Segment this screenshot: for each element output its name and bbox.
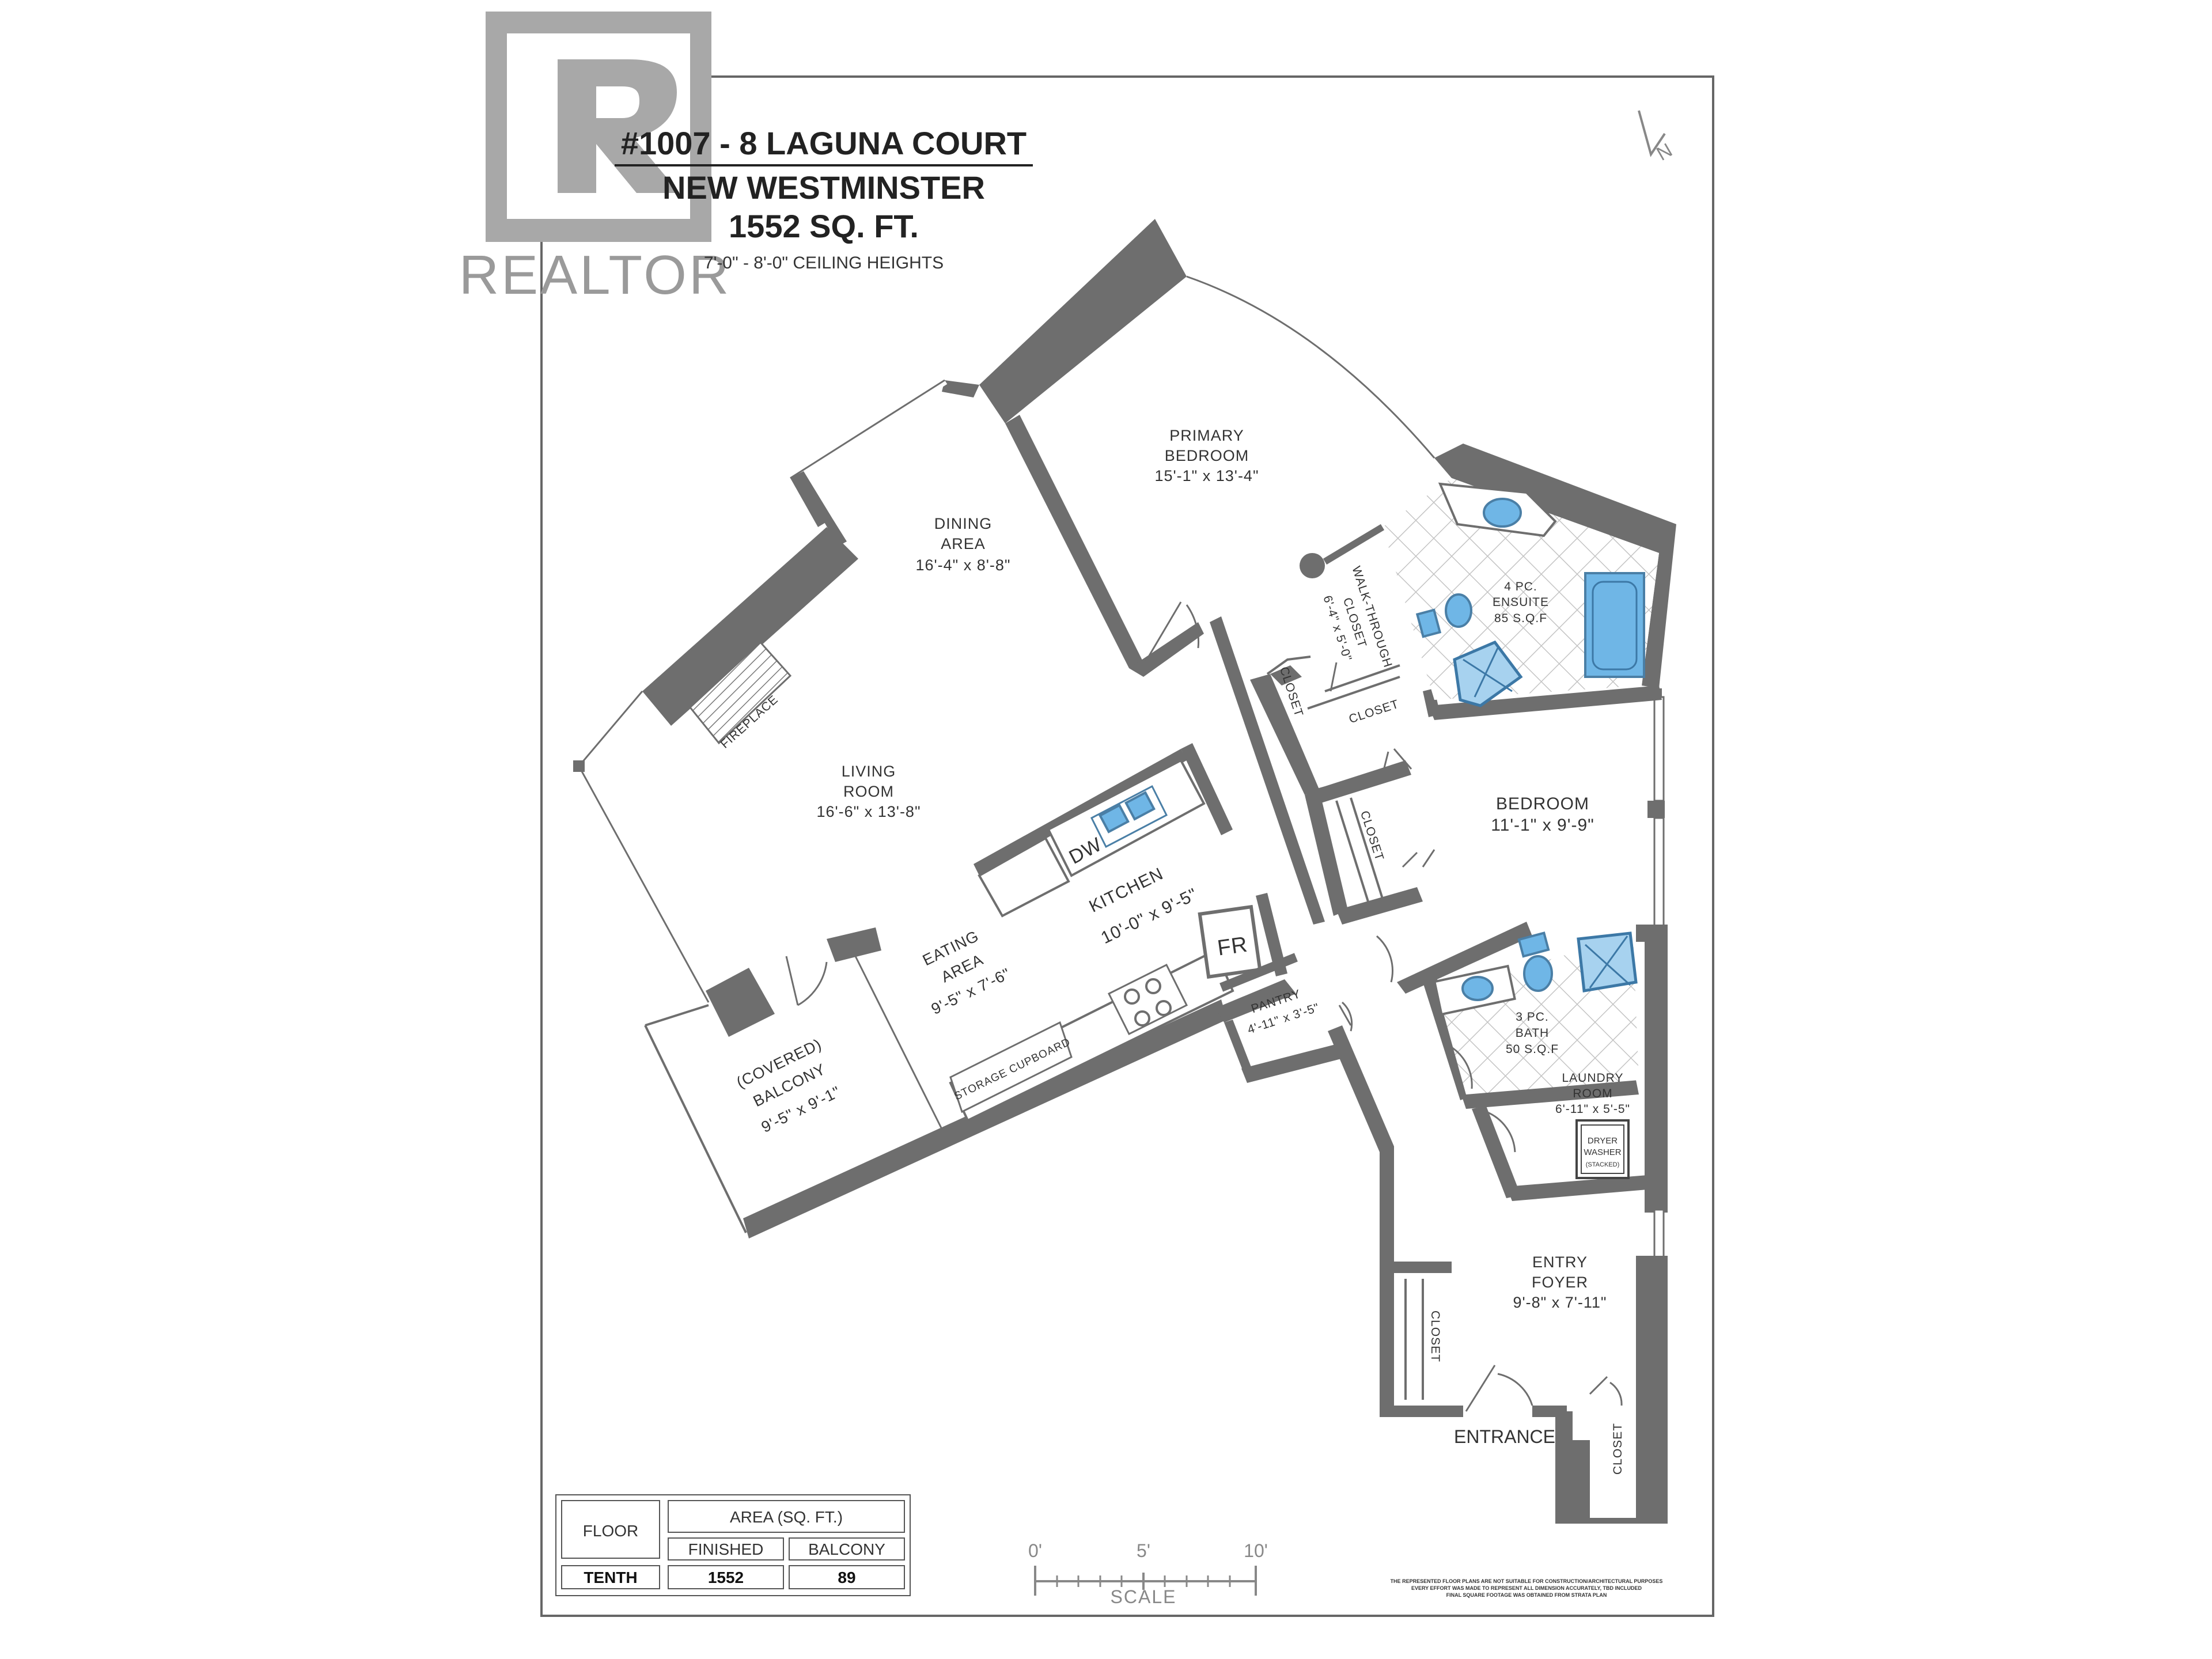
kitchen-sink-icon (1090, 785, 1168, 849)
living-size: 16'-6" x 13'-8" (816, 803, 921, 820)
dining-name1: DINING (934, 515, 993, 532)
fridge (1198, 904, 1262, 979)
dining-name2: AREA (941, 535, 986, 552)
table-finished-value: 1552 (708, 1569, 744, 1586)
watermark-text: REALTOR (459, 244, 732, 306)
primary-bedroom-size: 15'-1" x 13'-4" (1154, 467, 1259, 484)
living-name2: ROOM (843, 783, 894, 800)
laundry-name1: LAUNDRY (1562, 1071, 1624, 1085)
svg-text:0': 0' (1028, 1540, 1042, 1561)
svg-text:SCALE: SCALE (1111, 1586, 1177, 1607)
svg-text:FINAL SQUARE FOOTAGE WAS OBTAI: FINAL SQUARE FOOTAGE WAS OBTAINED FROM S… (1446, 1592, 1607, 1598)
address-title: #1007 - 8 LAGUNA COURT (621, 125, 1027, 161)
table-area-header: AREA (SQ. FT.) (730, 1508, 843, 1526)
bath-size: 50 S.Q.F (1506, 1043, 1559, 1056)
ceiling-note: 7'-0" - 8'-0" CEILING HEIGHTS (704, 253, 944, 272)
closet-label-5: CLOSET (1611, 1423, 1624, 1475)
table-floor-value: TENTH (584, 1569, 637, 1586)
foyer-size: 9'-8" x 7'-11" (1513, 1294, 1607, 1311)
svg-text:N: N (1653, 139, 1676, 165)
dining-size: 16'-4" x 8'-8" (915, 556, 1010, 574)
laundry-name2: ROOM (1573, 1087, 1612, 1100)
closet-label-2: CLOSET (1347, 698, 1401, 726)
north-arrow-icon: N (1638, 110, 1676, 165)
walls: FR DW STORAGE CUPBOARD (573, 219, 1676, 1524)
bath-name1: 3 PC. (1516, 1010, 1549, 1024)
dryer-label: DRYER (1588, 1136, 1618, 1146)
svg-text:EVERY EFFORT WAS MADE TO REPRE: EVERY EFFORT WAS MADE TO REPRESENT ALL D… (1411, 1585, 1642, 1591)
svg-text:5': 5' (1137, 1540, 1150, 1561)
ensuite-pillar (1300, 553, 1325, 578)
bedroom-name: BEDROOM (1496, 794, 1589, 813)
table-balcony-header: BALCONY (808, 1540, 885, 1558)
bedroom-size: 11'-1" x 9'-9" (1491, 816, 1594, 835)
room-labels: PRIMARY BEDROOM 15'-1" x 13'-4" DINING A… (718, 427, 1630, 1475)
entrance-label: ENTRANCE (1454, 1426, 1555, 1447)
closet-label-4: CLOSET (1429, 1310, 1442, 1362)
fridge-label: FR (1216, 933, 1249, 961)
disclaimer: THE REPRESENTED FLOOR PLANS ARE NOT SUIT… (1391, 1578, 1663, 1598)
laundry-size: 6'-11" x 5'-5" (1555, 1103, 1630, 1116)
ensuite-name2: ENSUITE (1493, 596, 1549, 609)
foyer-name2: FOYER (1532, 1274, 1588, 1291)
fireplace-hearth (688, 641, 792, 745)
table-balcony-value: 89 (838, 1569, 855, 1586)
primary-bedroom-name2: BEDROOM (1165, 447, 1249, 464)
cooktop-icon (1107, 963, 1188, 1036)
primary-bedroom-name1: PRIMARY (1169, 427, 1244, 444)
bath-name2: BATH (1516, 1027, 1549, 1040)
scale-bar: 0' 5' 10' SCALE (1028, 1540, 1268, 1607)
washer-label: WASHER (1584, 1147, 1621, 1157)
ensuite-size: 85 S.Q.F (1494, 612, 1547, 625)
foyer-name1: ENTRY (1532, 1253, 1588, 1271)
realtor-watermark: REALTOR (459, 12, 732, 306)
area-table: FLOOR AREA (SQ. FT.) FINISHED BALCONY TE… (555, 1494, 911, 1596)
living-name1: LIVING (842, 763, 896, 780)
table-finished-header: FINISHED (688, 1540, 764, 1558)
stacked-label: (STACKED) (1586, 1161, 1619, 1168)
city-title: NEW WESTMINSTER (662, 169, 985, 206)
svg-text:10': 10' (1244, 1540, 1268, 1561)
page-border (540, 75, 1714, 1617)
svg-text:THE REPRESENTED FLOOR PLANS AR: THE REPRESENTED FLOOR PLANS ARE NOT SUIT… (1391, 1578, 1663, 1584)
ensuite-name1: 4 PC. (1504, 580, 1537, 593)
table-floor-header: FLOOR (583, 1522, 638, 1540)
area-title: 1552 SQ. FT. (729, 208, 919, 244)
